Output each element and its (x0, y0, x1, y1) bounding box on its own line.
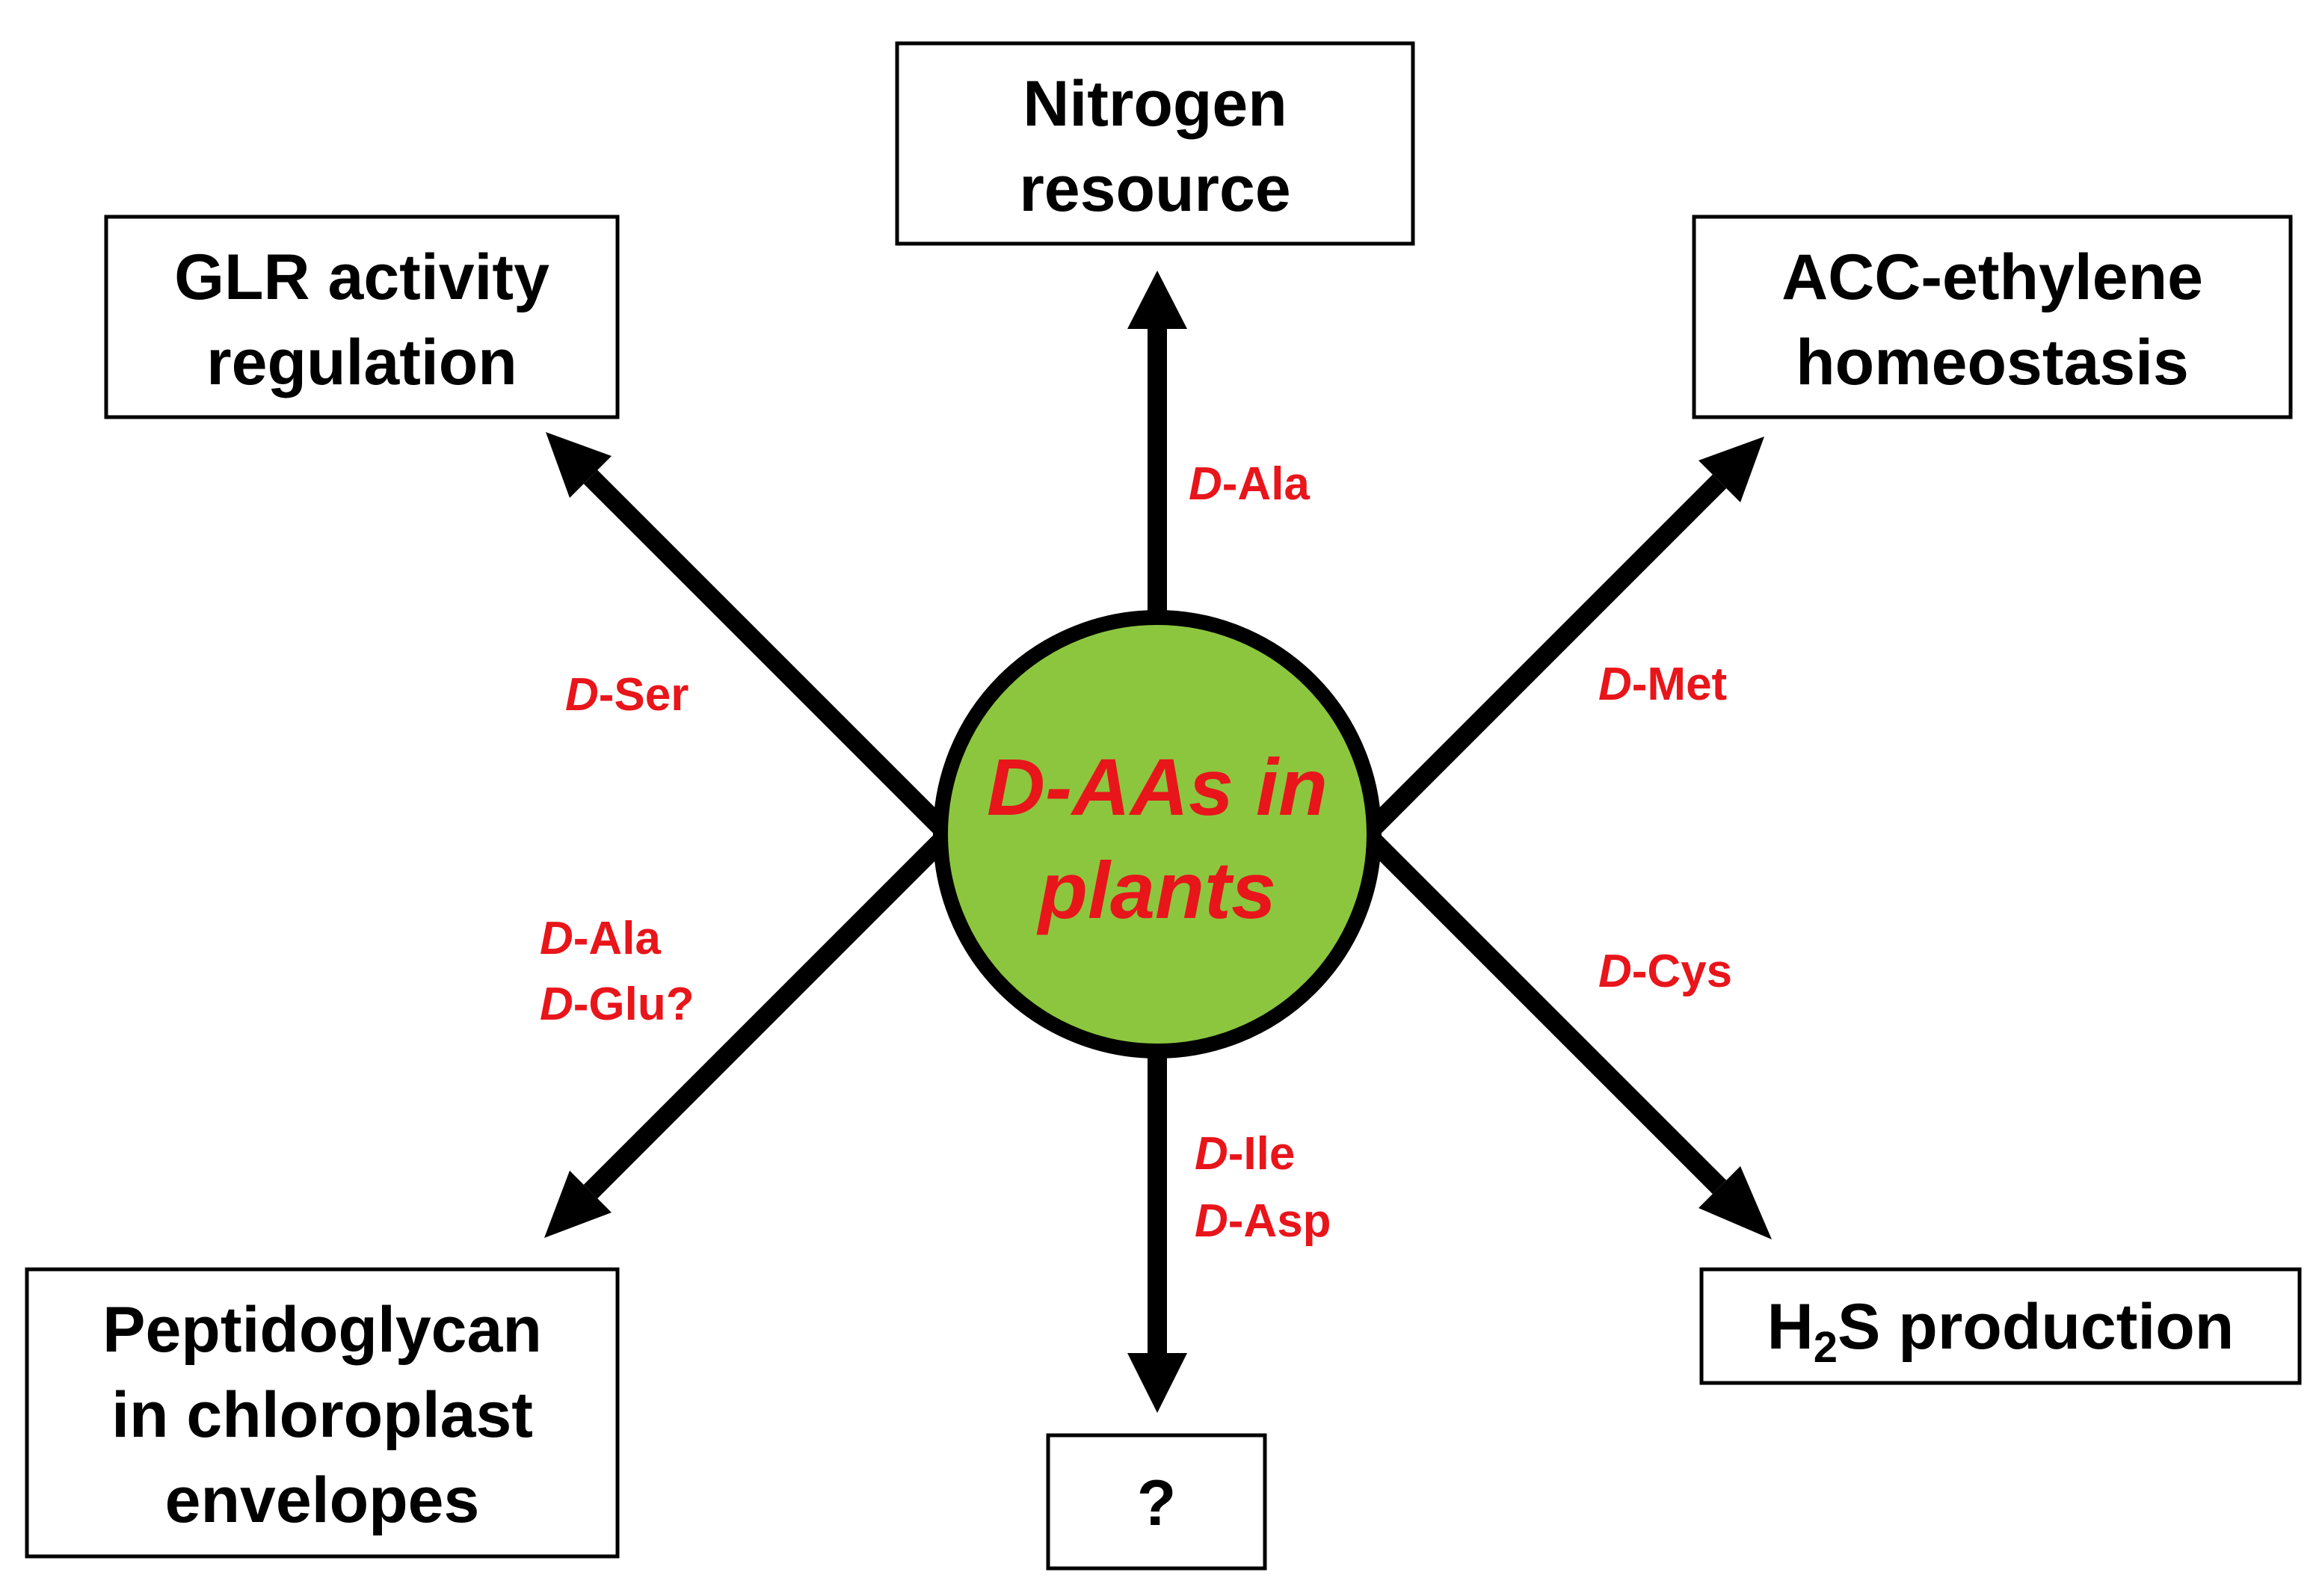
box-glr-line2: regulation (206, 327, 517, 398)
label-down-text2: -Asp (1228, 1195, 1331, 1247)
center-line2: plants (1036, 845, 1276, 935)
box-unknown-text: ? (1137, 1467, 1177, 1539)
label-up-text: -Ala (1222, 458, 1311, 510)
box-nitrogen-line1: Nitrogen (1023, 68, 1287, 140)
label-ur-text: -Met (1632, 659, 1727, 710)
box-peptidoglycan-line3: envelopes (165, 1464, 480, 1536)
label-ll-text2: -Glu? (573, 979, 695, 1030)
arrow-upper-right (1359, 437, 1764, 842)
box-acc-line2: homeostasis (1796, 327, 2189, 398)
label-up-d: D (1189, 458, 1222, 510)
box-peptidoglycan-line2: in chloroplast (111, 1379, 533, 1451)
box-acc-ethylene-homeostasis: ACC-ethylene homeostasis (1692, 215, 2293, 419)
arrow-lower-left (544, 827, 955, 1238)
center-line1: D-AAs in (987, 742, 1328, 832)
box-acc-line1: ACC-ethylene (1781, 241, 2203, 313)
label-down-d1: D (1195, 1128, 1228, 1180)
label-upper-right-d-met: D-Met (1598, 659, 1727, 710)
label-ll-d2: D (540, 979, 573, 1030)
label-lr-text: -Cys (1632, 946, 1732, 997)
label-up-d-ala: D-Ala (1189, 458, 1310, 510)
label-lower-left-d-ala: D-Ala (540, 913, 661, 964)
label-lower-left-d-glu: D-Glu? (540, 979, 695, 1030)
box-unknown: ? (1046, 1433, 1267, 1571)
h2s-suffix: S production (1838, 1291, 2234, 1363)
label-ur-d: D (1598, 659, 1632, 710)
arrow-up (1127, 271, 1187, 643)
label-ll-text1: -Ala (573, 913, 662, 964)
box-nitrogen-resource: Nitrogen resource (895, 41, 1415, 246)
box-nitrogen-line2: resource (1019, 153, 1290, 225)
label-lr-d: D (1598, 946, 1632, 997)
box-glr-line1: GLR activity (174, 241, 549, 313)
label-down-d-asp: D-Asp (1195, 1195, 1331, 1247)
box-peptidoglycan-line1: Peptidoglycan (102, 1294, 542, 1366)
center-circle (933, 610, 1382, 1059)
label-down-text1: -Ile (1228, 1128, 1296, 1180)
box-h2s-text: H2S production (1767, 1291, 2235, 1372)
arrow-upper-left (546, 432, 955, 842)
label-lower-right-d-cys: D-Cys (1598, 946, 1732, 997)
label-down-d2: D (1195, 1195, 1228, 1247)
label-ll-d1: D (540, 913, 573, 964)
box-h2s-production: H2S production (1699, 1267, 2302, 1385)
h2s-prefix: H (1767, 1291, 1814, 1363)
box-peptidoglycan: Peptidoglycan in chloroplast envelopes (25, 1267, 620, 1559)
arrow-lower-right (1359, 827, 1772, 1239)
h2s-subscript: 2 (1814, 1323, 1838, 1372)
label-upper-left-d-ser: D-Ser (565, 669, 689, 721)
arrow-down (1127, 1026, 1187, 1413)
label-down-d-ile: D-Ile (1195, 1128, 1295, 1180)
label-ul-d: D (565, 669, 599, 721)
box-glr-activity-regulation: GLR activity regulation (104, 215, 620, 419)
label-ul-text: -Ser (599, 669, 689, 721)
center-node: D-AAs in plants (933, 610, 1382, 1059)
